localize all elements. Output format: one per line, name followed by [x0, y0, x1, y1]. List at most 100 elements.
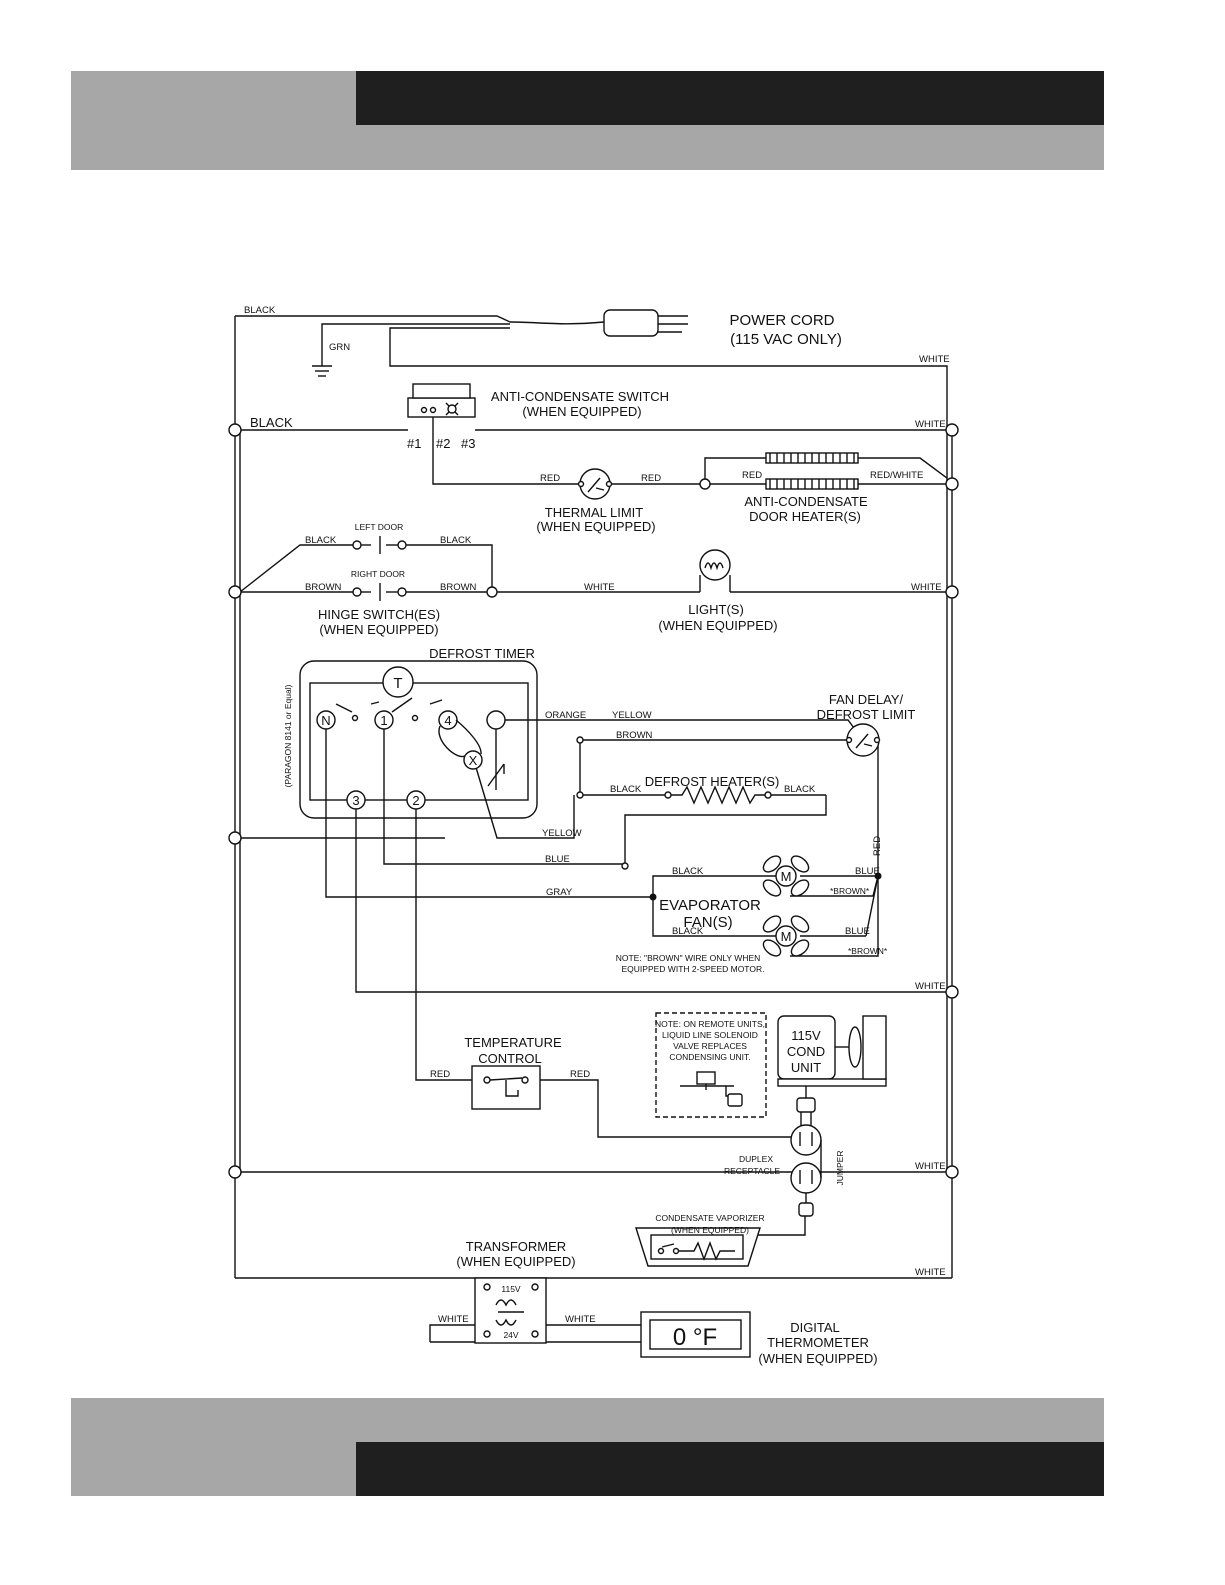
transformer-24v: 24V — [503, 1330, 518, 1340]
note-remote-line1: NOTE: ON REMOTE UNITS, — [655, 1019, 765, 1029]
thermometer-sub: (WHEN EQUIPPED) — [758, 1351, 877, 1366]
wire-blue: BLUE — [545, 854, 570, 865]
fan-motor-1-label: M — [781, 869, 792, 884]
wire-orange: ORANGE — [545, 710, 586, 721]
header-band-dark — [356, 71, 1104, 125]
jumper-label: JUMPER — [835, 1151, 845, 1186]
vaporizer-label: CONDENSATE VAPORIZER — [655, 1213, 764, 1223]
wires — [234, 315, 953, 1343]
wire-white-light-2: WHITE — [911, 582, 942, 593]
anti-switch-label: ANTI-CONDENSATE SWITCH — [491, 389, 669, 404]
wire-white-transformer-2: WHITE — [565, 1314, 596, 1325]
switch-terminal-1: #1 — [407, 436, 421, 451]
cond-unit-line1: 115V — [791, 1028, 821, 1043]
left-door-label: LEFT DOOR — [355, 522, 404, 532]
timer-terminal-n: N — [321, 713, 330, 728]
switch-terminal-3: #3 — [461, 436, 475, 451]
wire-red-temp-2: RED — [570, 1069, 590, 1080]
evaporator-fans — [762, 855, 810, 957]
thermal-limit — [577, 468, 613, 500]
wire-black-main: BLACK — [250, 415, 293, 430]
power-cord-label: POWER CORD — [730, 312, 835, 329]
hinge-switches-label: HINGE SWITCH(ES) — [318, 607, 440, 622]
power-cord-plug — [509, 309, 688, 337]
wire-white-main: WHITE — [915, 419, 946, 430]
timer-terminal-3: 3 — [352, 793, 359, 808]
wire-black-heater-1: BLACK — [610, 784, 642, 795]
wire-white-lower: WHITE — [915, 1161, 946, 1172]
timer-terminal-1: 1 — [380, 713, 387, 728]
digital-thermometer — [640, 1311, 751, 1358]
timer-terminal-x: X — [469, 753, 478, 768]
note-brown-line1: NOTE: "BROWN" WIRE ONLY WHEN — [616, 953, 761, 963]
wire-white-light: WHITE — [584, 582, 615, 593]
wire-black-fan-1: BLACK — [672, 866, 704, 877]
wire-brown-fan-2: *BROWN* — [848, 946, 888, 956]
note-remote-line4: CONDENSING UNIT. — [669, 1052, 750, 1062]
wire-gray: GRAY — [546, 887, 573, 898]
anti-switch-sub: (WHEN EQUIPPED) — [522, 404, 641, 419]
door-heaters — [765, 452, 859, 490]
lights-label: LIGHT(S) — [688, 602, 744, 617]
duplex-receptacle — [790, 1124, 822, 1217]
timer-terminal-4: 4 — [444, 713, 451, 728]
wire-white-top: WHITE — [919, 354, 950, 365]
wire-red-white: RED/WHITE — [870, 470, 923, 481]
defrost-timer — [299, 660, 538, 819]
wire-black-left-door: BLACK — [305, 535, 337, 546]
fan-motor-2-label: M — [781, 929, 792, 944]
door-heaters-label: DOOR HEATER(S) — [749, 509, 861, 524]
anti-condensate-switch — [407, 383, 476, 418]
wire-blue-fan-2: BLUE — [845, 926, 870, 937]
hinge-switches — [352, 536, 407, 601]
wire-labels: BLACK GRN WHITE BLACK WHITE RED RED RED … — [244, 305, 950, 1325]
temp-control-line2: CONTROL — [478, 1051, 542, 1066]
footer-band-dark — [356, 1442, 1104, 1496]
remote-note-box — [655, 1012, 767, 1118]
wire-brown-fan-delay: BROWN — [616, 730, 653, 741]
thermometer-label: THERMOMETER — [767, 1335, 869, 1350]
wire-white-3: WHITE — [915, 981, 946, 992]
temperature-control — [471, 1065, 541, 1110]
cond-unit-line3: UNIT — [791, 1060, 821, 1075]
timer-terminal-2: 2 — [412, 793, 419, 808]
duplex-line1: DUPLEX — [739, 1154, 773, 1164]
wire-white-bottom: WHITE — [915, 1267, 946, 1278]
wire-red-3: RED — [742, 470, 762, 481]
hinge-switches-sub: (WHEN EQUIPPED) — [319, 622, 438, 637]
wire-yellow: YELLOW — [612, 710, 652, 721]
wire-blue-fan-1: BLUE — [855, 866, 880, 877]
wire-yellow-2: YELLOW — [542, 828, 582, 839]
wire-red-vertical: RED — [872, 836, 883, 856]
defrost-heater-label: DEFROST HEATER(S) — [645, 774, 780, 789]
evaporator-label: EVAPORATOR — [659, 897, 761, 914]
paragon-label: (PARAGON 8141 or Equal) — [283, 684, 293, 787]
wire-brown-right-door: BROWN — [305, 582, 342, 593]
right-door-label: RIGHT DOOR — [351, 569, 405, 579]
transformer-label: TRANSFORMER — [466, 1239, 566, 1254]
fans-label: FAN(S) — [683, 914, 732, 931]
condensing-unit — [777, 1015, 887, 1128]
wire-grn: GRN — [329, 342, 350, 353]
note-remote-line3: VALVE REPLACES — [673, 1041, 747, 1051]
wire-black-fan-2: BLACK — [672, 926, 704, 937]
labels: POWER CORD (115 VAC ONLY) ANTI-CONDENSAT… — [283, 312, 915, 1366]
fan-delay-label: FAN DELAY/ — [829, 692, 904, 707]
power-cord-sub: (115 VAC ONLY) — [730, 331, 842, 348]
cond-unit-line2: COND — [787, 1044, 825, 1059]
switch-terminal-2: #2 — [436, 436, 450, 451]
defrost-limit-label: DEFROST LIMIT — [817, 707, 916, 722]
timer-terminal-t: T — [393, 675, 402, 692]
condensate-vaporizer — [635, 1227, 761, 1267]
thermometer-display: 0 °F — [673, 1324, 717, 1351]
wire-brown-fan-1: *BROWN* — [830, 886, 870, 896]
wire-red-1: RED — [540, 473, 560, 484]
lights-sub: (WHEN EQUIPPED) — [658, 618, 777, 633]
temp-control-line1: TEMPERATURE — [464, 1035, 562, 1050]
light-bulb — [699, 549, 731, 581]
defrost-heater — [664, 785, 772, 805]
note-brown-line2: EQUIPPED WITH 2-SPEED MOTOR. — [622, 964, 765, 974]
thermal-limit-label: THERMAL LIMIT — [545, 505, 644, 520]
fan-delay-limit — [845, 723, 881, 757]
digital-label: DIGITAL — [790, 1320, 840, 1335]
